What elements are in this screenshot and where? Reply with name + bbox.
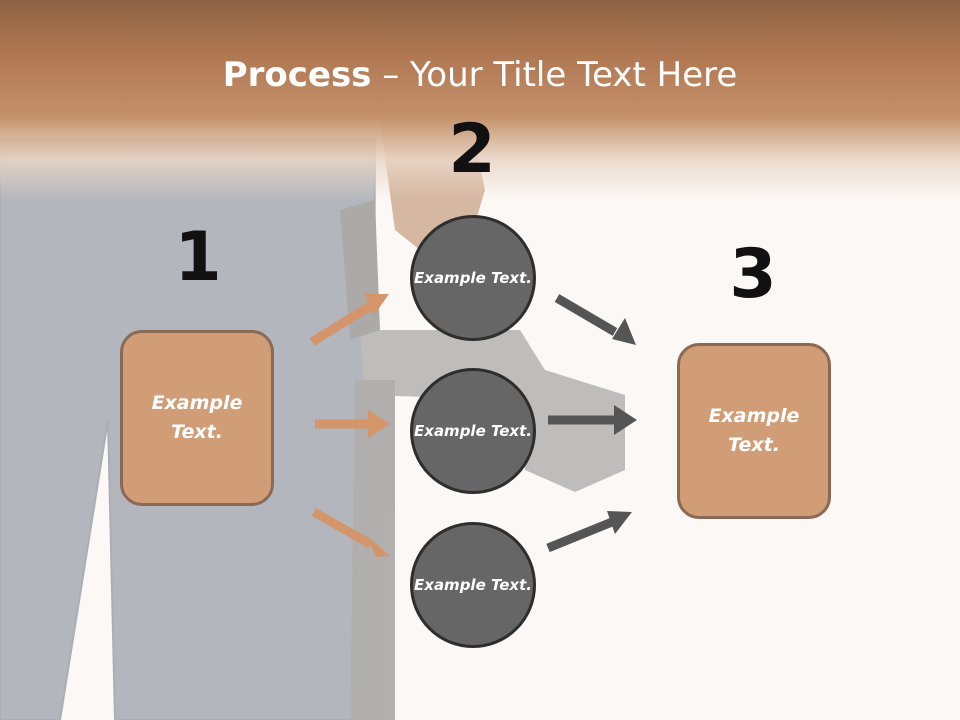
step-2-circle-1-text: Example Text. bbox=[414, 268, 532, 287]
step-2-circle-3: Example Text. bbox=[410, 522, 536, 648]
arrow-1-to-2a bbox=[309, 302, 373, 346]
arrow-2a-to-3-head bbox=[612, 318, 636, 345]
title-rest: – Your Title Text Here bbox=[371, 55, 738, 95]
step-2-circle-2: Example Text. bbox=[410, 368, 536, 494]
arrow-1-to-2c bbox=[311, 508, 373, 548]
arrow-1-to-2a-head bbox=[364, 294, 389, 315]
step-3-number: 3 bbox=[729, 235, 777, 314]
arrow-2c-to-3-head bbox=[607, 511, 632, 534]
step-2-number: 2 bbox=[448, 110, 496, 189]
arrow-2a-to-3 bbox=[554, 294, 618, 336]
step-2-circle-1: Example Text. bbox=[410, 215, 536, 341]
step-1-text: Example Text. bbox=[151, 392, 243, 443]
arrow-1-to-2b-head bbox=[368, 410, 390, 438]
step-1-box: Example Text. bbox=[120, 330, 274, 506]
arrow-2b-to-3-head bbox=[614, 405, 637, 435]
step-3-box: Example Text. bbox=[677, 343, 831, 519]
title-bold: Process bbox=[222, 55, 372, 95]
header-band bbox=[0, 0, 960, 200]
step-1-number: 1 bbox=[174, 218, 222, 297]
step-3-text: Example Text. bbox=[708, 405, 800, 456]
step-2-circle-2-text: Example Text. bbox=[414, 421, 532, 440]
step-2-circle-3-text: Example Text. bbox=[414, 575, 532, 594]
arrow-2c-to-3 bbox=[546, 517, 614, 553]
slide-title: Process – Your Title Text Here bbox=[0, 52, 960, 98]
arrow-1-to-2c-head bbox=[366, 535, 390, 557]
